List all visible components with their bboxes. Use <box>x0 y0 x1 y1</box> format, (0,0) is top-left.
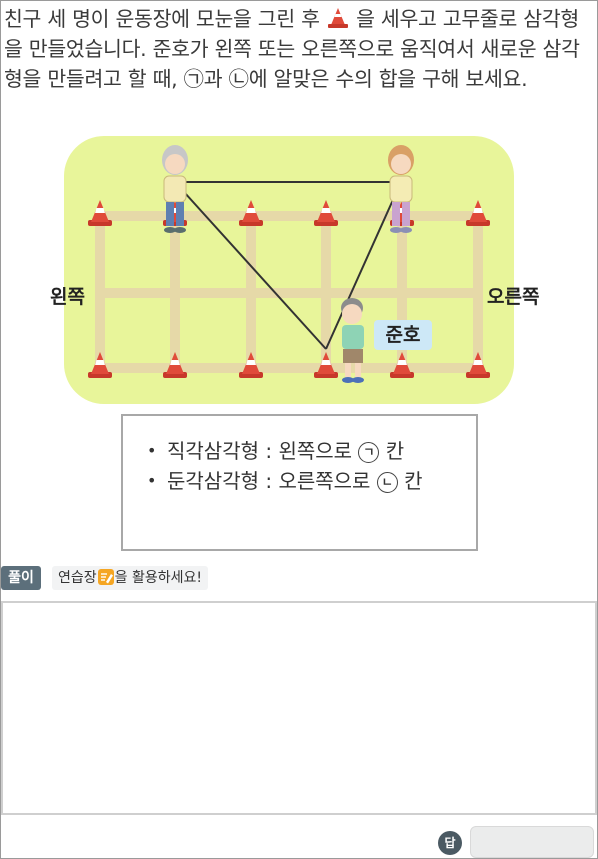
bullet-icon: • <box>147 441 157 460</box>
traffic-cone-icon <box>466 200 490 226</box>
hint-text-part2: 을 활용하세요! <box>114 570 202 586</box>
traffic-cone-icon <box>163 352 187 378</box>
traffic-cone-icon <box>314 352 338 378</box>
junho-name-tag: 준호 <box>374 320 432 350</box>
friend-left <box>162 145 188 233</box>
grid-lines <box>95 211 483 373</box>
question-text-part2: 을 세우고 고무줄로 삼각형을 만들었습니다. 준호가 왼쪽 또는 오른쪽으로 … <box>4 7 580 91</box>
solution-tag: 풀이 <box>1 566 41 590</box>
condition-text: 둔각삼각형 : 오른쪽으로 <box>167 469 377 493</box>
traffic-cone-icon <box>466 352 490 378</box>
condition-box: • 직각삼각형 : 왼쪽으로 ㄱ 칸 • 둔각삼각형 : 오른쪽으로 ㄴ 칸 <box>121 414 478 551</box>
question-text: 친구 세 명이 운동장에 모눈을 그린 후 을 세우고 고무줄로 삼각형을 만들… <box>4 4 594 94</box>
notepad-hint[interactable]: 연습장 을 활용하세요! <box>52 566 208 590</box>
traffic-cone-icon <box>239 352 263 378</box>
answer-label: 답 <box>438 831 462 855</box>
condition-unit: 칸 <box>379 439 405 463</box>
hint-text-part1: 연습장 <box>58 570 97 586</box>
circled-marker-giyeok: ㄱ <box>358 442 380 463</box>
traffic-cone-icon <box>390 352 414 378</box>
playground-illustration <box>64 136 514 404</box>
traffic-cone-icon <box>88 352 112 378</box>
condition-item-right-triangle: • 직각삼각형 : 왼쪽으로 ㄱ 칸 <box>147 436 454 466</box>
condition-item-obtuse-triangle: • 둔각삼각형 : 오른쪽으로 ㄴ 칸 <box>147 466 454 496</box>
condition-unit: 칸 <box>397 469 423 493</box>
solution-work-area[interactable] <box>1 601 597 815</box>
traffic-cone-icon <box>327 8 348 28</box>
junho-character <box>341 298 364 383</box>
friend-right <box>388 145 414 233</box>
left-direction-label: 왼쪽 <box>50 286 85 308</box>
circled-marker-nieun: ㄴ <box>376 472 398 493</box>
traffic-cone-icon <box>239 200 263 226</box>
condition-text: 직각삼각형 : 왼쪽으로 <box>167 439 359 463</box>
bullet-icon: • <box>147 471 157 490</box>
answer-input[interactable] <box>470 826 594 858</box>
question-text-part1: 친구 세 명이 운동장에 모눈을 그린 후 <box>4 7 326 31</box>
rubber-band <box>174 181 402 350</box>
traffic-cone-icon <box>314 200 338 226</box>
right-direction-label: 오른쪽 <box>487 286 540 308</box>
traffic-cone-icon <box>88 200 112 226</box>
notepad-pencil-icon <box>97 569 114 585</box>
